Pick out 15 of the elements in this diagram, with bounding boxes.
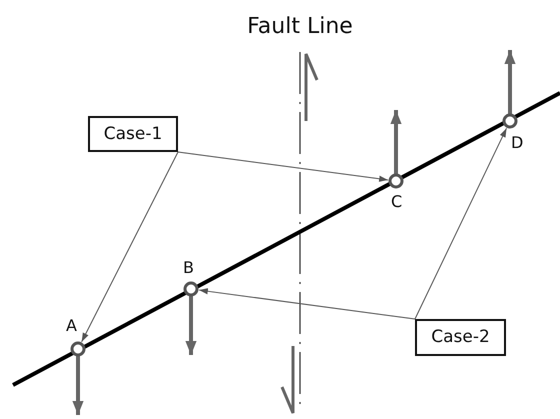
leader-arrow <box>178 152 389 182</box>
case-label-box: Case-2 <box>415 319 506 356</box>
point-label: D <box>511 133 524 152</box>
leader-arrow <box>81 152 178 342</box>
point-label: A <box>66 316 77 335</box>
point-label: C <box>391 192 402 211</box>
point-label: B <box>183 258 194 277</box>
hinge-point <box>502 113 518 129</box>
case-label-box: Case-1 <box>88 116 178 152</box>
hinge-point <box>183 281 199 297</box>
hinge-point <box>70 341 86 357</box>
leader-arrow <box>198 288 416 320</box>
title: Fault Line <box>246 14 354 39</box>
leader-arrow <box>414 128 508 320</box>
hinge-point <box>388 173 404 189</box>
